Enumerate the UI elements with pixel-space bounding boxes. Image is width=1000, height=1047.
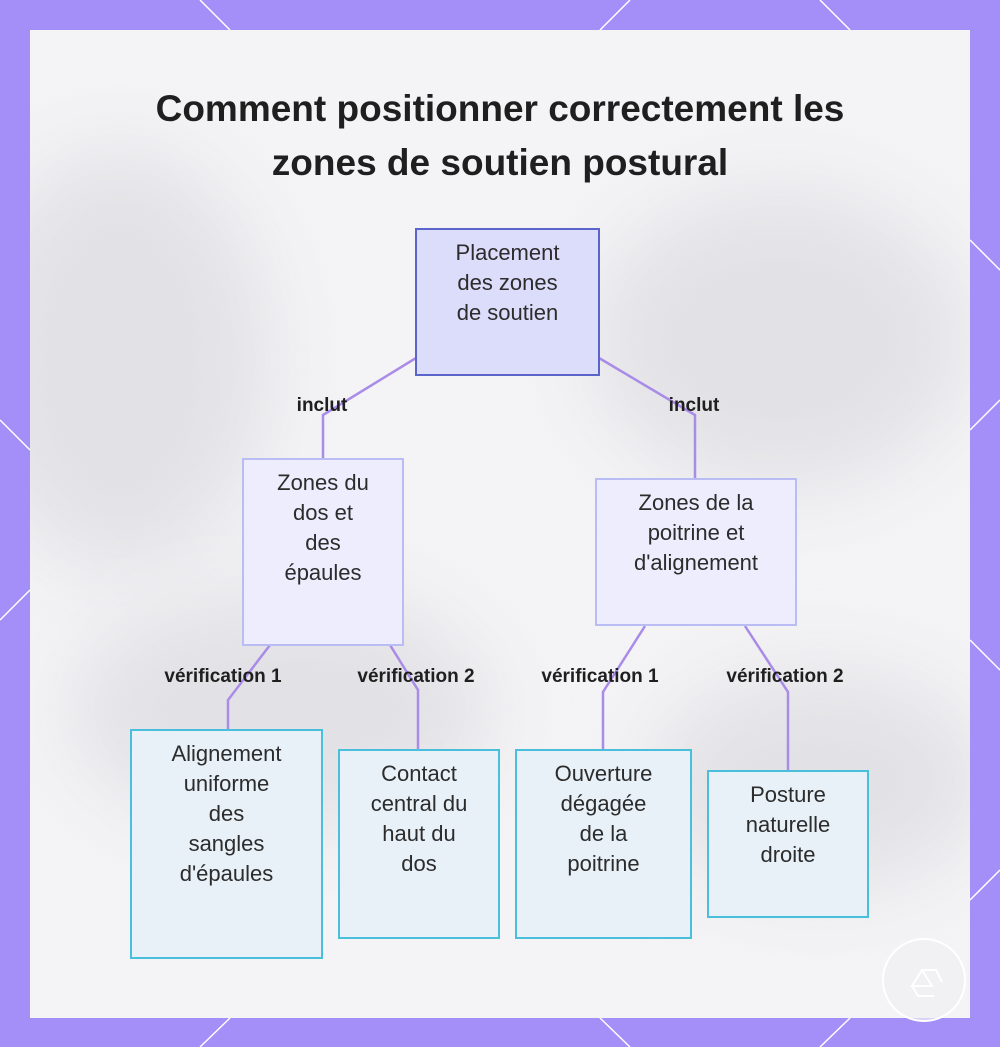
- node-back-shoulder-zones: Zones du dos et des épaules: [242, 458, 404, 646]
- diagram-title: Comment positionner correctement les zon…: [30, 82, 970, 190]
- node-upright-posture-label: Posture naturelle droite: [745, 782, 831, 867]
- edge-root-right: [598, 356, 697, 478]
- node-placement-zones-label: Placement des zones de soutien: [455, 240, 560, 325]
- edge-label-root-left: inclut: [296, 395, 348, 416]
- edge-root-left: [321, 356, 417, 458]
- node-chest-opening-label: Ouverture dégagée de la poitrine: [554, 761, 653, 876]
- edge-right-leaf3: [601, 625, 647, 749]
- edge-label-right-leaf3: vérification 1: [541, 666, 659, 687]
- node-upright-posture: Posture naturelle droite: [707, 770, 869, 918]
- node-placement-zones: Placement des zones de soutien: [415, 228, 600, 376]
- node-chest-alignment-zones: Zones de la poitrine et d'alignement: [595, 478, 797, 626]
- edge-left-leaf1: [226, 644, 271, 729]
- node-upper-back-contact: Contact central du haut du dos: [338, 749, 500, 939]
- node-strap-alignment-label: Alignement uniforme des sangles d'épaule…: [171, 741, 282, 886]
- edge-right-leaf4: [743, 625, 790, 770]
- edge-left-leaf2: [388, 644, 420, 749]
- edge-label-right-leaf4: vérification 2: [726, 666, 844, 687]
- node-chest-opening: Ouverture dégagée de la poitrine: [515, 749, 692, 939]
- node-strap-alignment: Alignement uniforme des sangles d'épaule…: [130, 729, 323, 959]
- title-line-2: zones de soutien postural: [271, 142, 729, 183]
- node-back-shoulder-zones-label: Zones du dos et des épaules: [277, 470, 369, 585]
- watermark-logo-icon: [882, 938, 966, 1022]
- node-chest-alignment-zones-label: Zones de la poitrine et d'alignement: [633, 490, 759, 575]
- edge-label-left-leaf1: vérification 1: [164, 666, 282, 687]
- edge-label-left-leaf2: vérification 2: [357, 666, 475, 687]
- edge-label-root-right: inclut: [668, 395, 720, 416]
- title-line-1: Comment positionner correctement les: [155, 88, 845, 129]
- node-upper-back-contact-label: Contact central du haut du dos: [370, 761, 468, 876]
